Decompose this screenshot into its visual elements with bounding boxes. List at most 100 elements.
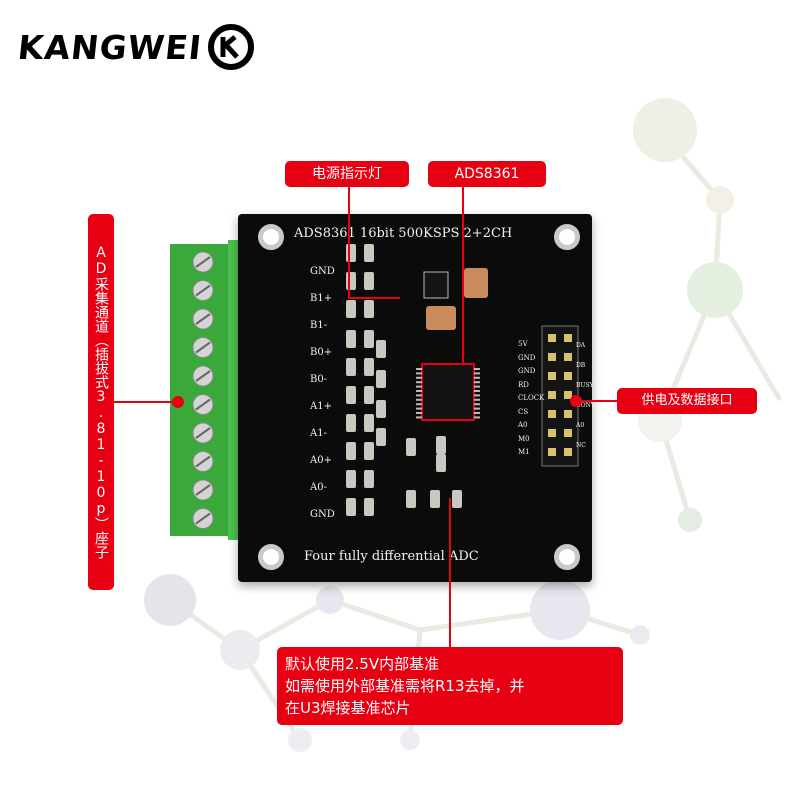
screw-slot <box>195 341 211 354</box>
pin-label: A0 <box>518 421 528 429</box>
header-pin <box>548 429 556 437</box>
chip-pin <box>474 412 480 414</box>
pointer-dot <box>570 395 582 407</box>
pin-label: GND <box>518 353 536 362</box>
screw-slot <box>195 398 211 411</box>
chip-pin <box>474 394 480 397</box>
header-pin <box>564 334 572 342</box>
chip-pin <box>474 407 480 410</box>
pin-label: B1- <box>310 320 328 331</box>
leader-line <box>348 297 400 299</box>
smd-component <box>364 442 374 460</box>
pin-label: CONVST <box>576 402 604 409</box>
note-line: 在U3焊接基准芯片 <box>285 699 411 717</box>
smd-component <box>364 358 374 376</box>
chip-pin <box>416 416 422 419</box>
pin-label: A0+ <box>310 455 332 466</box>
chip-pin <box>474 368 480 370</box>
smd-component <box>346 386 356 404</box>
header-pin <box>548 448 556 456</box>
smd-component <box>406 438 416 456</box>
chip-pin <box>416 376 422 379</box>
pin-label: BUSY <box>576 382 594 389</box>
pin-label: CS <box>518 407 529 416</box>
pcb-components <box>346 244 579 516</box>
chip-pin <box>474 390 480 392</box>
smd-component <box>436 454 446 472</box>
pin-label: A0- <box>310 482 327 493</box>
smd-component <box>364 300 374 318</box>
smd-component <box>364 244 374 262</box>
header-pin <box>548 410 556 418</box>
smd-component <box>364 414 374 432</box>
screw-slot <box>195 512 211 525</box>
callout-interface: 供电及数据接口 <box>617 388 757 414</box>
chip-pin <box>474 416 480 419</box>
smd-component <box>346 470 356 488</box>
chip-pin <box>416 412 422 414</box>
smd-component <box>376 428 386 446</box>
callout-power-led: 电源指示灯 <box>285 161 409 187</box>
mount-hole <box>258 544 284 570</box>
smd-component <box>364 498 374 516</box>
smd-component <box>376 400 386 418</box>
chip-pin <box>474 398 480 401</box>
mount-hole <box>554 544 580 570</box>
pin-label: B0+ <box>310 347 333 358</box>
leader-line <box>576 400 618 402</box>
header-pin <box>564 372 572 380</box>
chip-pin <box>416 394 422 397</box>
header-pin <box>548 334 556 342</box>
screw-slot <box>195 427 211 439</box>
smd-component <box>346 498 356 516</box>
pin-label: CLOCK <box>518 394 545 402</box>
mount-hole <box>258 224 284 250</box>
leader-line <box>449 498 451 648</box>
pin-label: A1- <box>310 428 327 439</box>
brand-name: KANGWEI <box>15 27 205 67</box>
pin-label: A1+ <box>310 401 332 412</box>
screw-slot <box>195 455 211 468</box>
smd-component <box>346 358 356 376</box>
smd-component <box>364 272 374 290</box>
chip-pin <box>416 372 422 375</box>
pin-label: B1+ <box>310 293 333 304</box>
adc-pcb-board: ADS8361 16bit 500KSPS 2+2CH Four fully d… <box>238 214 603 582</box>
chip-pin <box>474 403 480 406</box>
pin-label: M1 <box>518 448 530 456</box>
board-bottom-text: Four fully differential ADC <box>304 549 479 564</box>
chip-pin <box>474 385 480 388</box>
smd-component <box>346 300 356 318</box>
leader-line <box>462 187 464 365</box>
header-pin <box>564 429 572 437</box>
pin-label: 5V <box>518 340 528 348</box>
pin-label: A0 <box>576 422 585 429</box>
chip-pin <box>416 407 422 410</box>
pin-label: GND <box>310 509 335 520</box>
brand-logo: KANGWEI <box>15 22 255 72</box>
pin-label: NC <box>576 442 586 449</box>
chip-pin <box>416 390 422 392</box>
screw-slot <box>195 484 211 496</box>
smd-component <box>406 490 416 508</box>
smd-component <box>376 340 386 358</box>
pin-label: RD <box>518 380 529 389</box>
leader-line <box>114 401 178 403</box>
smd-component <box>376 370 386 388</box>
smd-component <box>430 490 440 508</box>
header-pin <box>564 391 572 399</box>
kw-logo-icon <box>208 24 255 70</box>
note-line: 如需使用外部基准需将R13去掉，并 <box>285 677 525 695</box>
chip-pin <box>474 372 480 375</box>
pin-label: M0 <box>518 434 530 443</box>
smd-component <box>346 442 356 460</box>
chip-pin <box>416 368 422 370</box>
pointer-dot <box>172 396 184 408</box>
header-pin <box>564 448 572 456</box>
smd-component <box>436 436 446 454</box>
pin-label: GND <box>518 367 536 375</box>
smd-component <box>364 470 374 488</box>
leader-line <box>348 187 350 299</box>
smd-component <box>364 386 374 404</box>
pin-label: B0- <box>310 374 328 385</box>
